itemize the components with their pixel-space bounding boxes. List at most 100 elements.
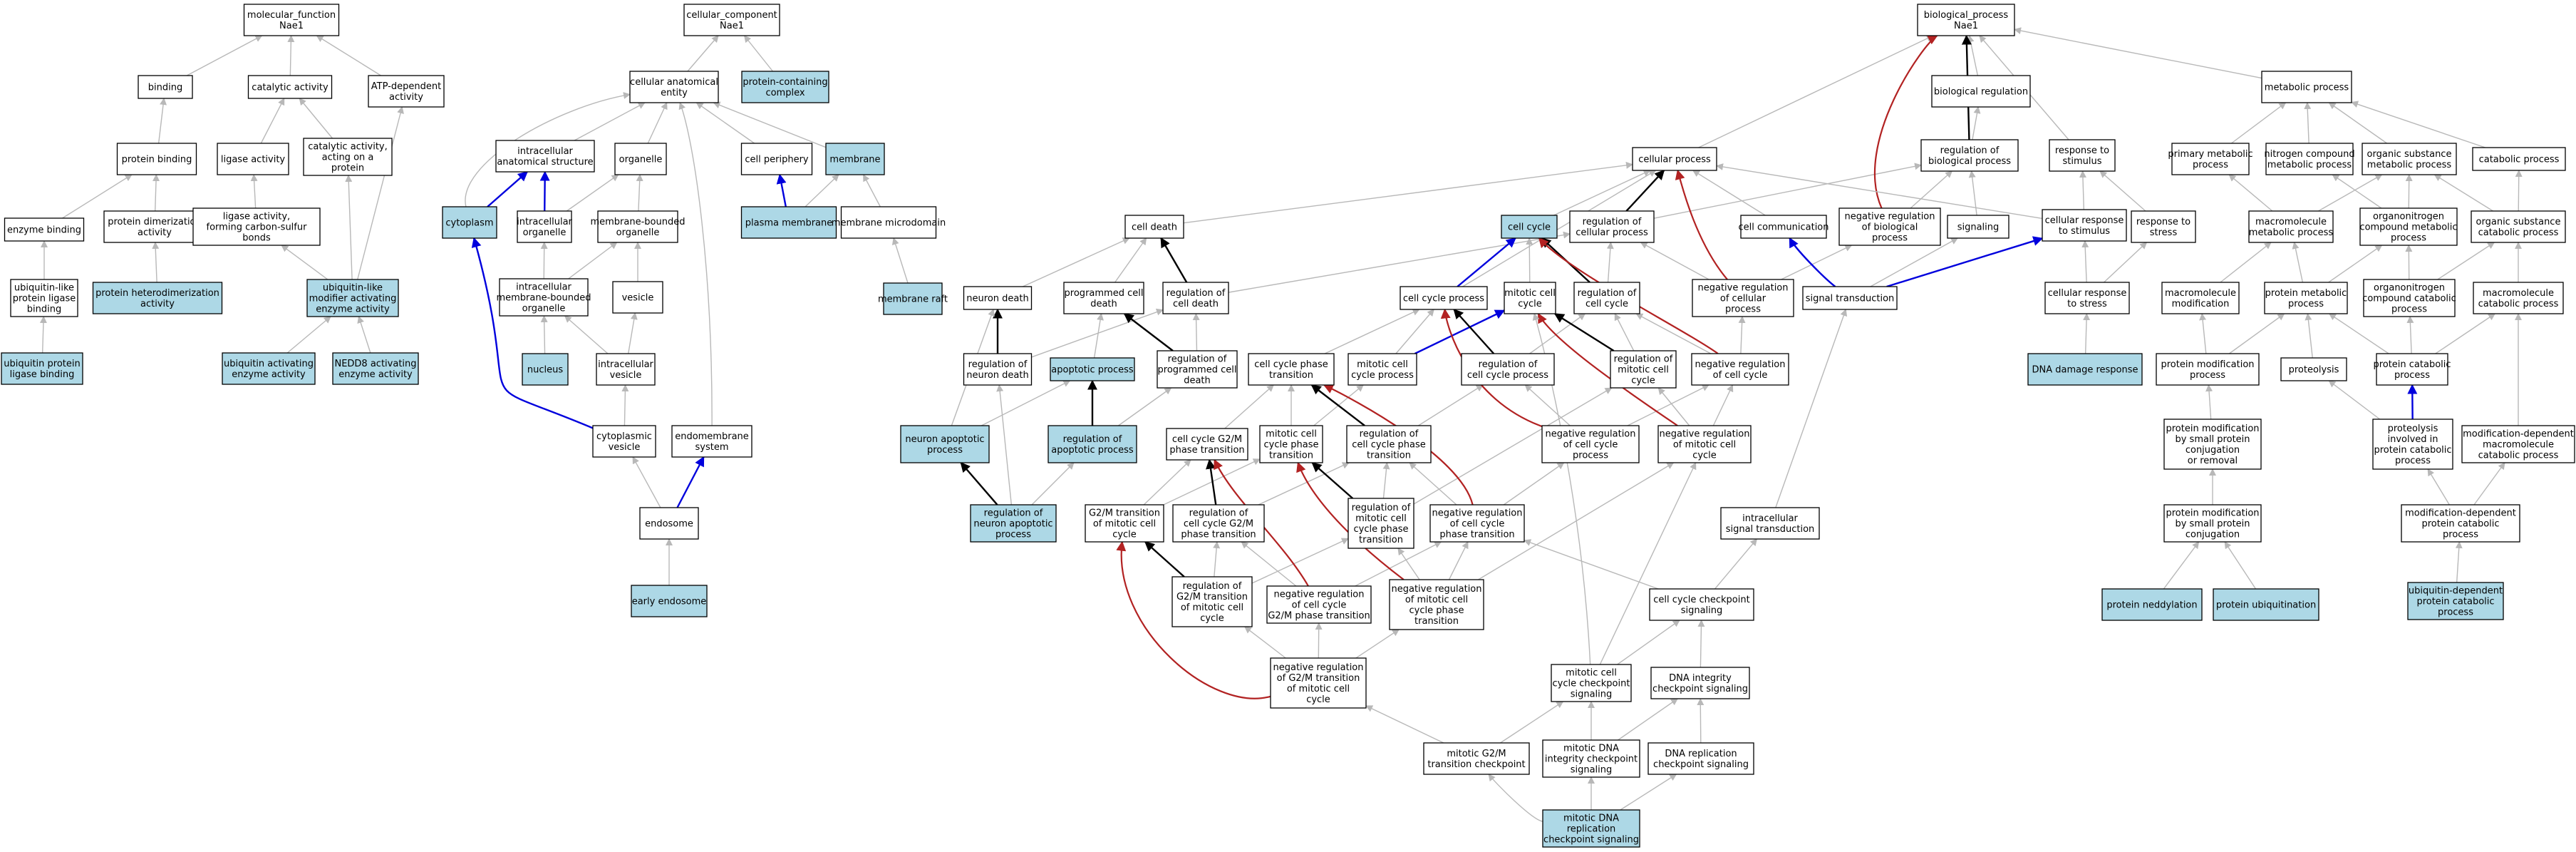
go-term-cell-communication[interactable]: cell communication [1738, 215, 1829, 239]
go-term-organelle[interactable]: organelle [614, 143, 667, 175]
go-term-catabolic-process[interactable]: catabolic process [2472, 147, 2566, 171]
go-term-cell-periphery[interactable]: cell periphery [740, 143, 813, 175]
go-term-dna-damage-response[interactable]: DNA damage response [2027, 353, 2143, 386]
go-term-binding[interactable]: binding [138, 75, 193, 99]
go-term-cell-cycle-process[interactable]: cell cycle process [1400, 286, 1488, 310]
go-term-cytoplasm[interactable]: cytoplasm [442, 206, 497, 239]
go-term-ligase-activity-forming-carbon-sulfur-bonds[interactable]: ligase activity,forming carbon-sulfurbon… [192, 207, 321, 246]
go-term-protein-ubiquitination[interactable]: protein ubiquitination [2213, 588, 2319, 621]
go-term-signal-transduction[interactable]: signal transduction [1802, 286, 1898, 310]
go-term-catalytic-activity[interactable]: catalytic activity [247, 75, 333, 99]
go-term-neuron-death[interactable]: neuron death [963, 286, 1033, 310]
go-term-membrane-raft[interactable]: membrane raft [878, 282, 948, 315]
go-term-biological-regulation[interactable]: biological regulation [1931, 75, 2031, 108]
go-term-early-endosome[interactable]: early endosome [631, 585, 708, 617]
go-term-cell-cycle[interactable]: cell cycle [1501, 215, 1558, 239]
go-term-membrane-microdomain[interactable]: membrane microdomain [832, 206, 946, 239]
go-term-modification-dependent-macromolecule-catabolic-process[interactable]: modification-dependentmacromoleculecatab… [2461, 425, 2575, 463]
go-term-proteolysis[interactable]: proteolysis [2280, 357, 2347, 381]
go-term-cellular-process[interactable]: cellular process [1632, 147, 1717, 171]
go-term-endosome[interactable]: endosome [639, 507, 699, 540]
go-term-signaling[interactable]: signaling [1947, 215, 2009, 239]
go-term-vesicle[interactable]: vesicle [612, 281, 663, 314]
go-term-nucleus[interactable]: nucleus [522, 353, 569, 386]
go-term-apoptotic-process[interactable]: apoptotic process [1050, 357, 1135, 381]
